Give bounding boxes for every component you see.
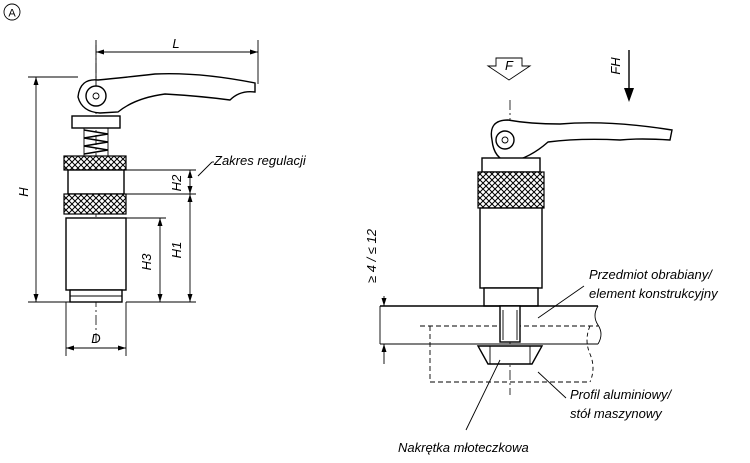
cam-lever [77,73,256,114]
t-nut [476,345,544,365]
profile-label-line2: stół maszynowy [570,406,663,421]
dim-H: H [16,187,31,197]
force-FH-label: FH [608,57,623,75]
cam-lever-right [490,119,673,163]
profile-label-line1: Profil aluminiowy/ [570,387,673,402]
workpiece-label-line1: Przedmiot obrabiany/ [589,267,713,282]
view-marker: A [3,3,21,21]
nut-label: Nakrętka młoteczkowa [398,440,529,455]
adjustment-range-label: Zakres regulacji [213,153,307,168]
dim-H1: H1 [169,242,184,259]
force-arrow-FH [624,88,634,102]
dim-H3: H3 [139,253,154,270]
view-marker-letter: A [8,8,16,20]
force-arrow-F [486,57,532,81]
adjustment-nut [63,155,127,171]
left-view-clamp: L H H2 H1 H3 D [16,36,307,356]
dim-L: L [172,36,179,51]
force-F-label: F [505,58,514,73]
workpiece-label-line2: element konstrukcyjny [589,286,719,301]
right-view-assembly: F FH ≥ 4 / ≤ 12 Przedmiot obrabiany/ ele… [364,50,719,455]
adjustment-nut-right [477,171,545,209]
dim-H2: H2 [169,174,184,191]
clamp-range-label: ≥ 4 / ≤ 12 [364,228,379,283]
dim-D: D [91,331,100,346]
